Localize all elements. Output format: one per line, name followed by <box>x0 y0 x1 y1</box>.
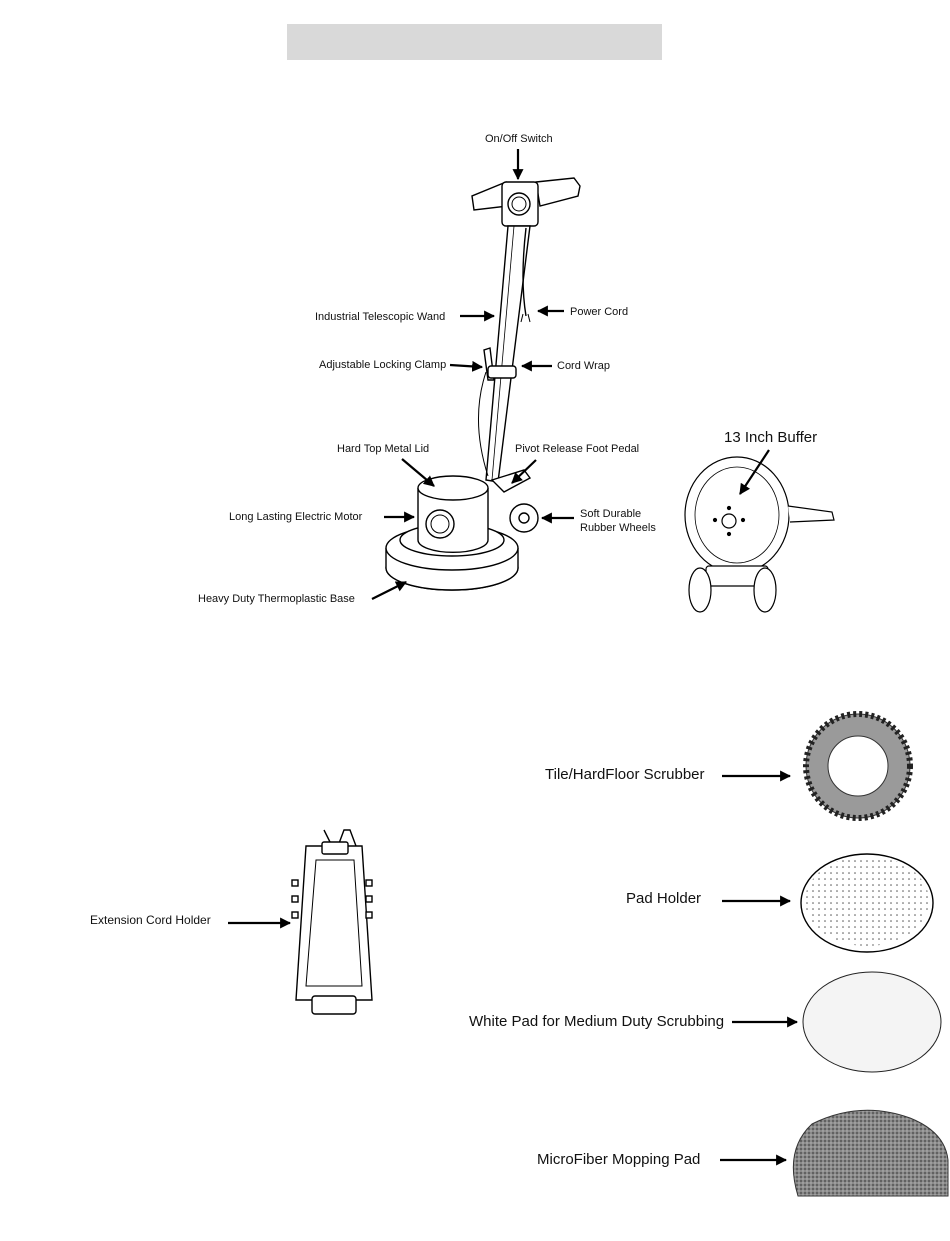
label-wheels-line1: Soft Durable <box>580 508 642 520</box>
right-handle <box>535 177 581 207</box>
label-power-cord: Power Cord <box>570 306 629 318</box>
tile-scrubber-drawing <box>803 711 913 821</box>
label-foot-pedal: Pivot Release Foot Pedal <box>515 443 640 455</box>
arrow-base <box>371 581 407 600</box>
buffer-underside-drawing <box>684 456 835 613</box>
white-pad-drawing <box>802 971 942 1073</box>
floor-buffer-drawing <box>385 177 581 591</box>
label-microfiber-pad: MicroFiber Mopping Pad <box>537 1151 701 1168</box>
arrow-buffer <box>739 449 770 495</box>
cord-holder-bottom <box>311 995 357 1015</box>
label-thermoplastic-base: Heavy Duty Thermoplastic Base <box>198 593 355 605</box>
label-cord-wrap: Cord Wrap <box>557 360 610 372</box>
buffer-wheel-left <box>688 567 712 613</box>
label-13-inch-buffer: 13 Inch Buffer <box>724 429 818 446</box>
label-tile-scrubber: Tile/HardFloor Scrubber <box>545 766 705 783</box>
cord-wrap <box>487 365 517 379</box>
buffer-handle-stub <box>787 505 835 523</box>
callout-arrows <box>228 149 799 1166</box>
power-cord <box>522 227 527 317</box>
buffer-center-hole <box>721 513 737 529</box>
label-wheels-line2: Rubber Wheels <box>580 522 656 534</box>
arrow-pedal <box>511 459 537 484</box>
arrow-clamp <box>449 360 484 372</box>
switch-emblem <box>507 192 531 216</box>
arrow-lid <box>401 458 435 487</box>
pad-holder-drawing <box>800 853 934 953</box>
microfiber-pad-drawing <box>792 1109 949 1197</box>
title-bar <box>287 24 662 60</box>
motor-emblem <box>425 509 455 539</box>
label-extension-cord-holder: Extension Cord Holder <box>90 913 211 927</box>
metal-lid <box>417 475 489 501</box>
label-pad-holder: Pad Holder <box>626 890 702 907</box>
label-telescopic-wand: Industrial Telescopic Wand <box>315 311 446 323</box>
buffer-wheel-right <box>753 567 777 613</box>
label-on-off-switch: On/Off Switch <box>485 133 553 145</box>
label-locking-clamp: Adjustable Locking Clamp <box>319 359 447 371</box>
label-metal-lid: Hard Top Metal Lid <box>337 443 430 455</box>
label-white-pad: White Pad for Medium Duty Scrubbing <box>469 1013 725 1030</box>
label-electric-motor: Long Lasting Electric Motor <box>229 511 363 523</box>
extension-cord-holder-drawing <box>291 829 373 1015</box>
